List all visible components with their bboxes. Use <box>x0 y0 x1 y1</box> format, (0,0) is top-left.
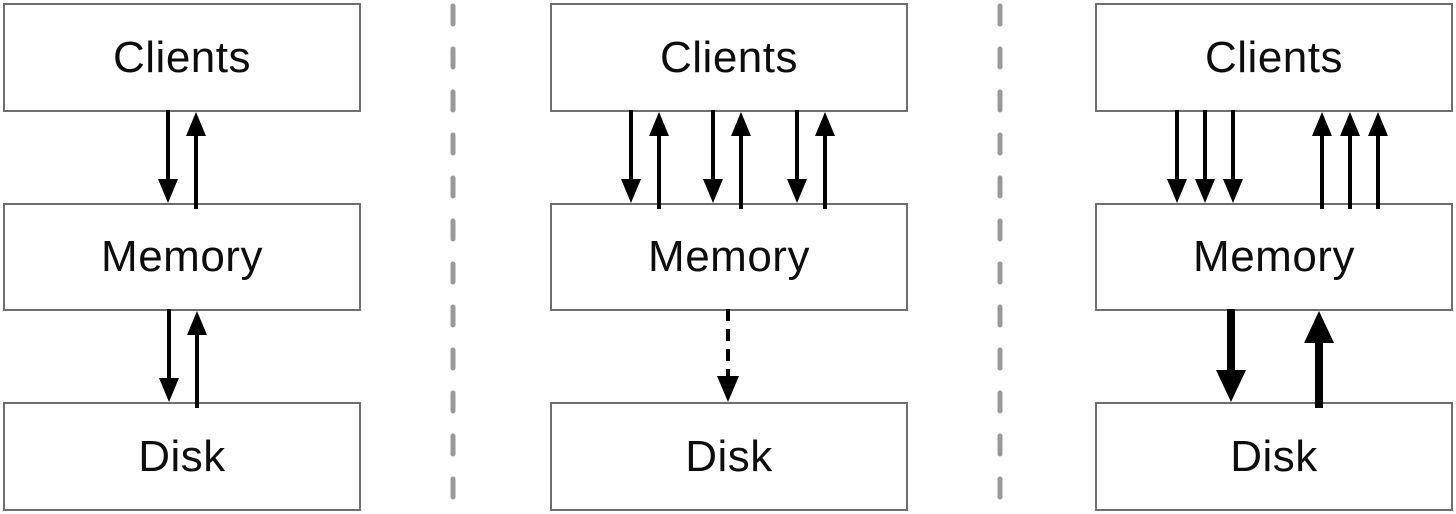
memory-box: Memory <box>1095 203 1453 311</box>
clients-label: Clients <box>660 32 798 82</box>
memory-box: Memory <box>3 203 361 311</box>
panel-divider <box>450 3 456 514</box>
panel-many-clients-flow: Clients Memory Disk <box>550 0 908 514</box>
disk-label: Disk <box>1230 431 1318 481</box>
clients-label: Clients <box>113 32 251 82</box>
disk-label: Disk <box>685 431 773 481</box>
memory-box: Memory <box>550 203 908 311</box>
memory-disk-arrows <box>717 309 739 402</box>
memory-disk-arrows <box>159 309 207 408</box>
clients-box: Clients <box>550 3 908 112</box>
panel-batched-flow: Clients Memory Disk <box>1095 0 1453 514</box>
disk-box: Disk <box>550 402 908 511</box>
memory-disk-arrows <box>1216 309 1334 408</box>
disk-box: Disk <box>1095 402 1453 511</box>
panel-divider <box>997 3 1003 514</box>
clients-box: Clients <box>1095 3 1453 112</box>
disk-label: Disk <box>138 431 226 481</box>
clients-box: Clients <box>3 3 361 112</box>
clients-label: Clients <box>1205 32 1343 82</box>
panel-single-flow: Clients Memory Disk <box>3 0 361 514</box>
disk-box: Disk <box>3 402 361 511</box>
memory-label: Memory <box>1193 232 1355 281</box>
clients-memory-arrows <box>621 110 835 209</box>
clients-memory-arrows <box>158 110 206 209</box>
clients-memory-arrows <box>1167 110 1388 209</box>
memory-label: Memory <box>648 232 810 281</box>
memory-label: Memory <box>101 232 263 281</box>
